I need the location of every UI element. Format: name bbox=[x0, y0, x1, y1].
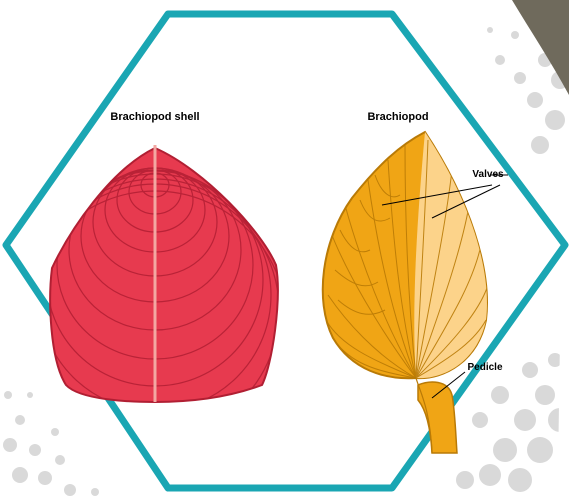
right-title: Brachiopod bbox=[367, 111, 428, 123]
rock-photo-edge bbox=[558, 330, 569, 470]
left-title: Brachiopod shell bbox=[110, 111, 199, 123]
valves-label: Valves bbox=[472, 169, 504, 180]
pedicle-label: Pedicle bbox=[467, 362, 502, 373]
